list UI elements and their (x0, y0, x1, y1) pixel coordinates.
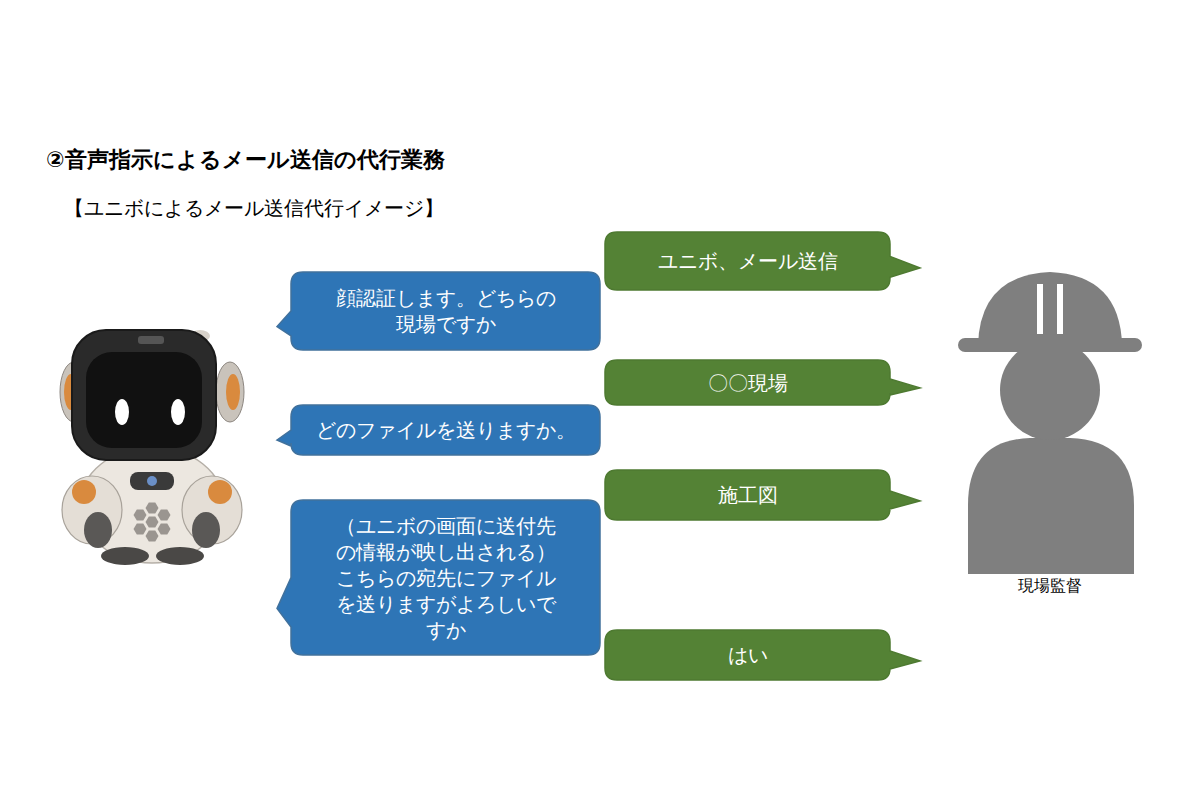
hex-mark (158, 523, 171, 534)
supervisor-speech-bubble: ユニボ、メール送信 (605, 232, 890, 290)
supervisor-speech-bubble: 〇〇現場 (605, 360, 890, 405)
bubble-text: ユニボ、メール送信 (658, 248, 838, 274)
bubble-outline (605, 470, 920, 520)
robot-illustration (60, 330, 244, 565)
bubble-content: 顔認証します。どちらの 現場ですか (291, 272, 600, 350)
hex-mark (146, 516, 159, 527)
robot-speech-bubble: 顔認証します。どちらの 現場ですか (291, 272, 600, 350)
bubble-outline (605, 232, 920, 290)
hex-mark (158, 509, 171, 520)
bubble-outline (605, 630, 920, 680)
bubble-outline (277, 500, 600, 655)
supervisor-speech-bubble: はい (605, 630, 890, 680)
bubble-content: 施工図 (605, 470, 890, 520)
hex-mark (134, 523, 147, 534)
diagram-title: ②音声指示によるメール送信の代行業務 (46, 145, 445, 175)
subtitle: 【ユニボによるメール送信代行イメージ】 (64, 195, 444, 222)
supervisor-speech-bubble: 施工図 (605, 470, 890, 520)
bubble-text: 顔認証します。どちらの 現場ですか (328, 285, 564, 337)
bubble-text: どのファイルを送りますか。 (316, 417, 576, 443)
person-label: 現場監督 (1018, 576, 1082, 597)
bubble-content: （ユニボの画面に送付先 の情報が映し出される） こちらの宛先にファイル を送りま… (291, 500, 600, 655)
hex-mark (146, 502, 159, 513)
bubble-text: 〇〇現場 (708, 370, 788, 396)
bubble-content: はい (605, 630, 890, 680)
bubble-shape (291, 272, 600, 350)
bubble-content: 〇〇現場 (605, 360, 890, 405)
bubble-outline (605, 360, 920, 405)
hex-mark (134, 509, 147, 520)
bubble-text: 施工図 (718, 482, 778, 508)
person-silhouette (958, 272, 1142, 574)
bubble-outline (277, 405, 600, 455)
robot-speech-bubble: どのファイルを送りますか。 (291, 405, 600, 455)
bubble-text: はい (728, 642, 768, 668)
hex-mark (146, 530, 159, 541)
robot-speech-bubble: （ユニボの画面に送付先 の情報が映し出される） こちらの宛先にファイル を送りま… (291, 500, 600, 655)
bubble-text: （ユニボの画面に送付先 の情報が映し出される） こちらの宛先にファイル を送りま… (328, 513, 564, 643)
bubble-content: どのファイルを送りますか。 (291, 405, 600, 455)
bubble-outline (277, 272, 600, 350)
bubble-content: ユニボ、メール送信 (605, 232, 890, 290)
